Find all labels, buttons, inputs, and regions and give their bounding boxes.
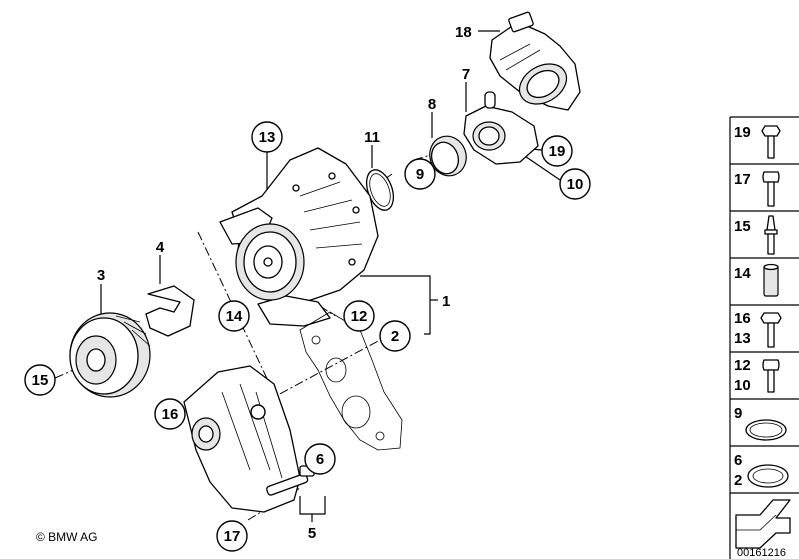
arrow-icon — [735, 499, 791, 549]
label-17: 17 — [224, 528, 241, 545]
callout-10 — [559, 168, 591, 200]
water-pump-drawing — [219, 147, 379, 327]
callout-16 — [154, 398, 186, 430]
legend-9-label: 9 — [734, 405, 742, 422]
legend-column: 19 17 15 14 16 13 — [729, 116, 799, 559]
bolt-shank — [767, 322, 775, 348]
arrow-box — [735, 499, 791, 549]
bolt-shank — [767, 369, 775, 393]
label-2: 2 — [391, 328, 399, 345]
label-3: 3 — [97, 267, 105, 284]
label-6: 6 — [316, 451, 324, 468]
legend-row-14: 14 — [734, 263, 779, 297]
label-18: 18 — [455, 24, 472, 41]
callout-2 — [379, 320, 411, 352]
legend-19-label: 19 — [734, 124, 751, 141]
legend-17-label: 17 — [734, 171, 751, 188]
callouts: 18 7 8 11 4 3 1 5 13 9 19 10 12 2 14 15 … — [24, 24, 591, 552]
label-15: 15 — [32, 372, 49, 389]
legend-row-9: 9 — [734, 405, 787, 441]
label-9: 9 — [416, 166, 424, 183]
callout-6 — [304, 443, 336, 475]
sleeve-top — [763, 263, 779, 271]
label-8: 8 — [428, 96, 436, 113]
thermostat-cover-drawing — [463, 91, 539, 165]
document-id: 00161216 — [737, 547, 786, 559]
legend-14-label: 14 — [734, 265, 751, 282]
bolt-shank — [767, 181, 775, 207]
callout-19 — [541, 135, 573, 167]
seal-ring-inner — [752, 468, 784, 484]
legend-15-label: 15 — [734, 218, 751, 235]
legend-10-label: 10 — [734, 377, 751, 394]
legend-row-19: 19 — [734, 124, 781, 159]
label-14: 14 — [226, 308, 243, 325]
legend-16-label: 16 — [734, 310, 751, 327]
callout-9 — [404, 158, 436, 190]
legend-6-label: 6 — [734, 452, 742, 469]
bolt-icon — [762, 359, 780, 371]
callout-15 — [24, 364, 56, 396]
bolt-shank — [767, 135, 775, 159]
legend-row-12-10: 12 10 — [734, 357, 780, 394]
legend-2-label: 2 — [734, 472, 742, 489]
callout-13 — [251, 121, 283, 153]
label-13: 13 — [259, 129, 276, 146]
thermostat-housing-drawing — [489, 11, 581, 111]
label-7: 7 — [462, 66, 470, 83]
label-12: 12 — [351, 308, 368, 325]
label-10: 10 — [567, 176, 584, 193]
bolt-icon — [760, 312, 782, 324]
label-19: 19 — [549, 143, 566, 160]
legend-row-16-13: 16 13 — [734, 310, 782, 348]
o-ring-inner — [749, 422, 783, 438]
label-11: 11 — [364, 129, 380, 146]
bracket-drawing — [183, 365, 315, 513]
legend-row-17: 17 — [734, 171, 780, 207]
label-16: 16 — [162, 406, 179, 423]
callout-17 — [216, 520, 248, 552]
label-1: 1 — [442, 293, 450, 310]
seal-ring-icon — [747, 464, 789, 488]
stud-icon — [766, 215, 776, 231]
legend-13-label: 13 — [734, 330, 751, 347]
legend-row-6-2: 6 2 — [734, 452, 789, 489]
callout-12 — [343, 300, 375, 332]
bolt-icon — [762, 171, 780, 183]
legend-12-label: 12 — [734, 357, 751, 374]
stud-shank — [767, 233, 775, 255]
o-ring-icon — [745, 419, 787, 441]
sealing-ring-8-drawing — [429, 135, 467, 177]
callout-14 — [218, 300, 250, 332]
copyright-text: © BMW AG — [36, 530, 98, 544]
clip-drawing — [145, 285, 195, 337]
label-5: 5 — [308, 525, 316, 542]
pulley-drawing — [69, 312, 151, 398]
gasket-drawing — [299, 311, 403, 451]
bolt-icon — [761, 125, 781, 137]
sleeve-icon — [763, 265, 779, 297]
label-4: 4 — [156, 239, 165, 256]
legend-row-15: 15 — [734, 215, 778, 255]
